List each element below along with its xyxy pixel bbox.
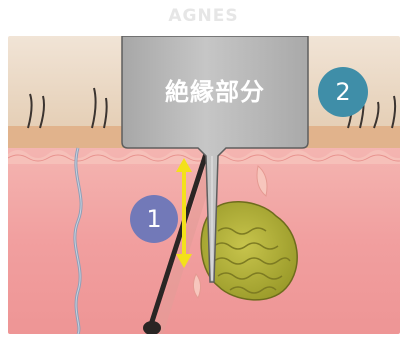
step-badge-1: 1 xyxy=(130,195,178,243)
insulated-section-label: 絶縁部分 xyxy=(125,72,305,107)
step-badge-2: 2 xyxy=(318,67,368,117)
watermark-text: AGNES xyxy=(0,6,407,26)
